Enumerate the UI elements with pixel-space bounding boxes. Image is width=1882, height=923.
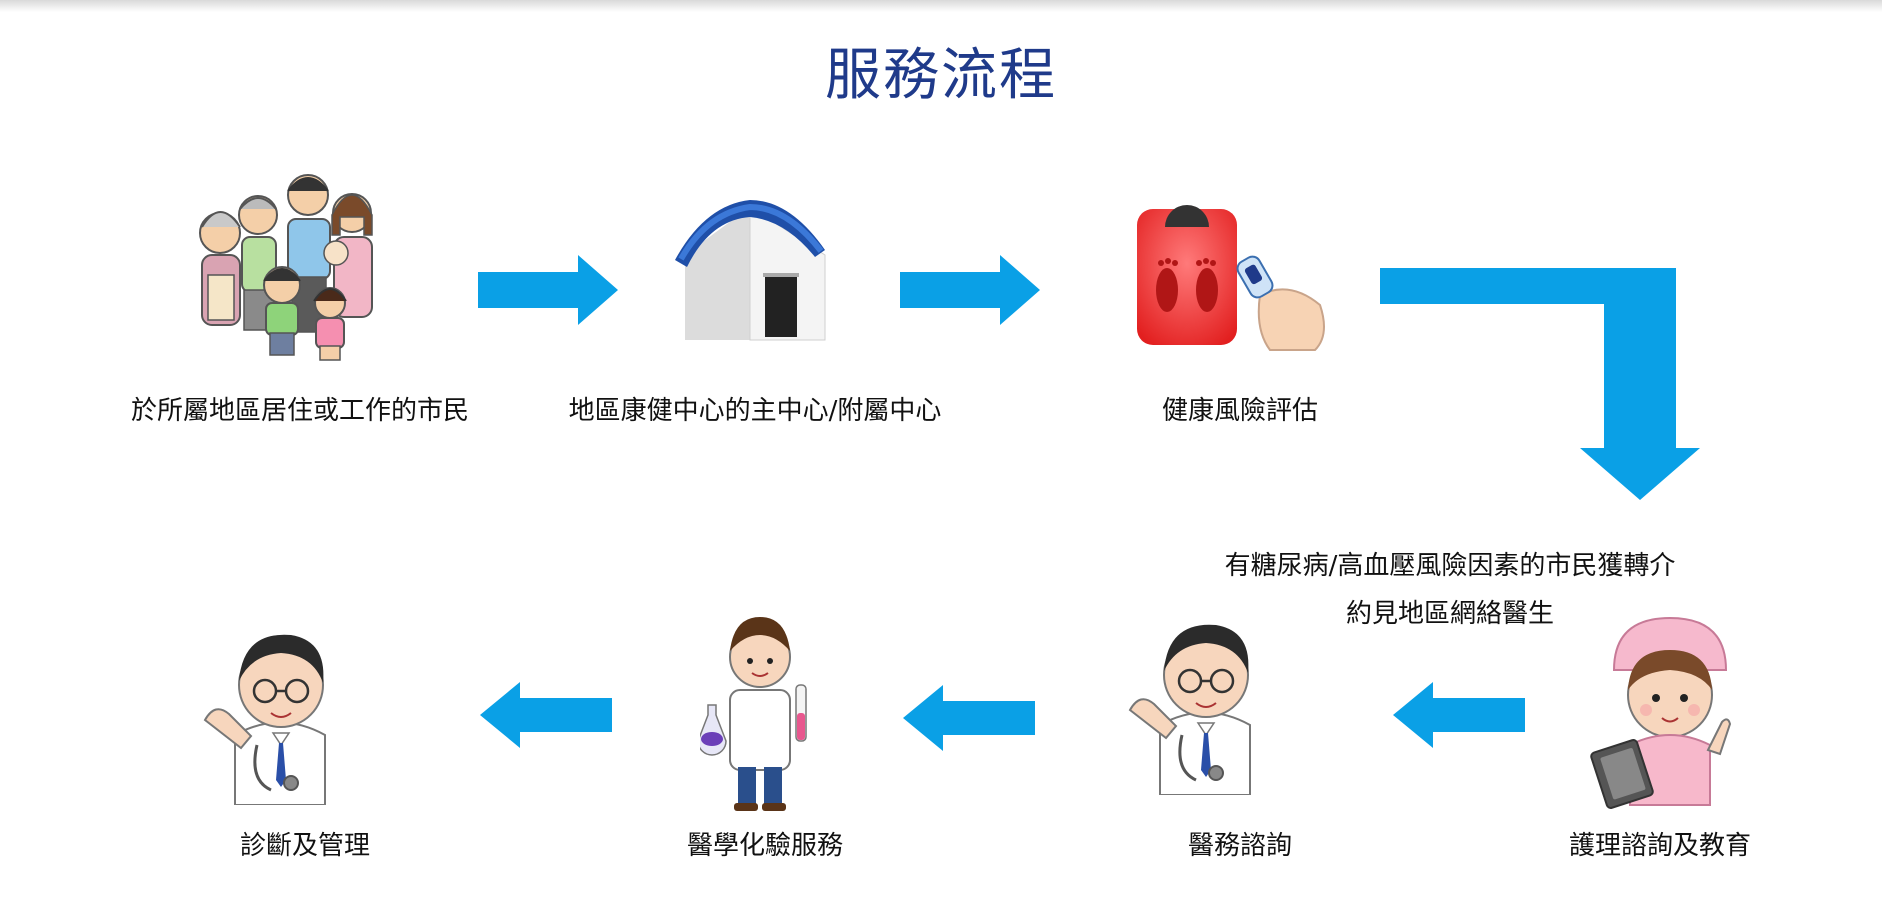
arrow-left-2 — [903, 685, 1035, 751]
arrow-right-2 — [900, 255, 1040, 325]
scale-and-oximeter-icon — [1135, 205, 1335, 355]
doctor-icon — [1120, 605, 1295, 795]
step-2-label: 地區康健中心的主中心/附屬中心 — [568, 396, 942, 426]
referral-note-line-2: 約見地區網絡醫生 — [1345, 599, 1554, 629]
doctor-icon — [195, 615, 370, 805]
step-1-label: 於所屬地區居住或工作的市民 — [130, 396, 469, 426]
arrow-right-1 — [478, 255, 618, 325]
page-title: 服務流程 — [825, 43, 1057, 108]
arrow-left-1 — [480, 682, 612, 748]
house-icon — [675, 195, 830, 350]
step-3-label: 健康風險評估 — [1161, 396, 1318, 426]
step-7-label: 診斷及管理 — [239, 831, 370, 861]
step-6-label: 醫學化驗服務 — [686, 831, 843, 861]
top-shadow-bar — [0, 0, 1882, 12]
nurse-icon — [1590, 610, 1740, 810]
arrow-left-3 — [1393, 682, 1525, 748]
family-icon — [190, 165, 400, 375]
lab-scientist-icon — [700, 615, 820, 815]
step-4-label: 護理諮詢及教育 — [1568, 831, 1751, 861]
step-5-label: 醫務諮詢 — [1187, 831, 1292, 861]
arrow-elbow-down — [1380, 268, 1700, 500]
referral-note-line-1: 有糖尿病/高血壓風險因素的市民獲轉介 — [1224, 551, 1676, 581]
